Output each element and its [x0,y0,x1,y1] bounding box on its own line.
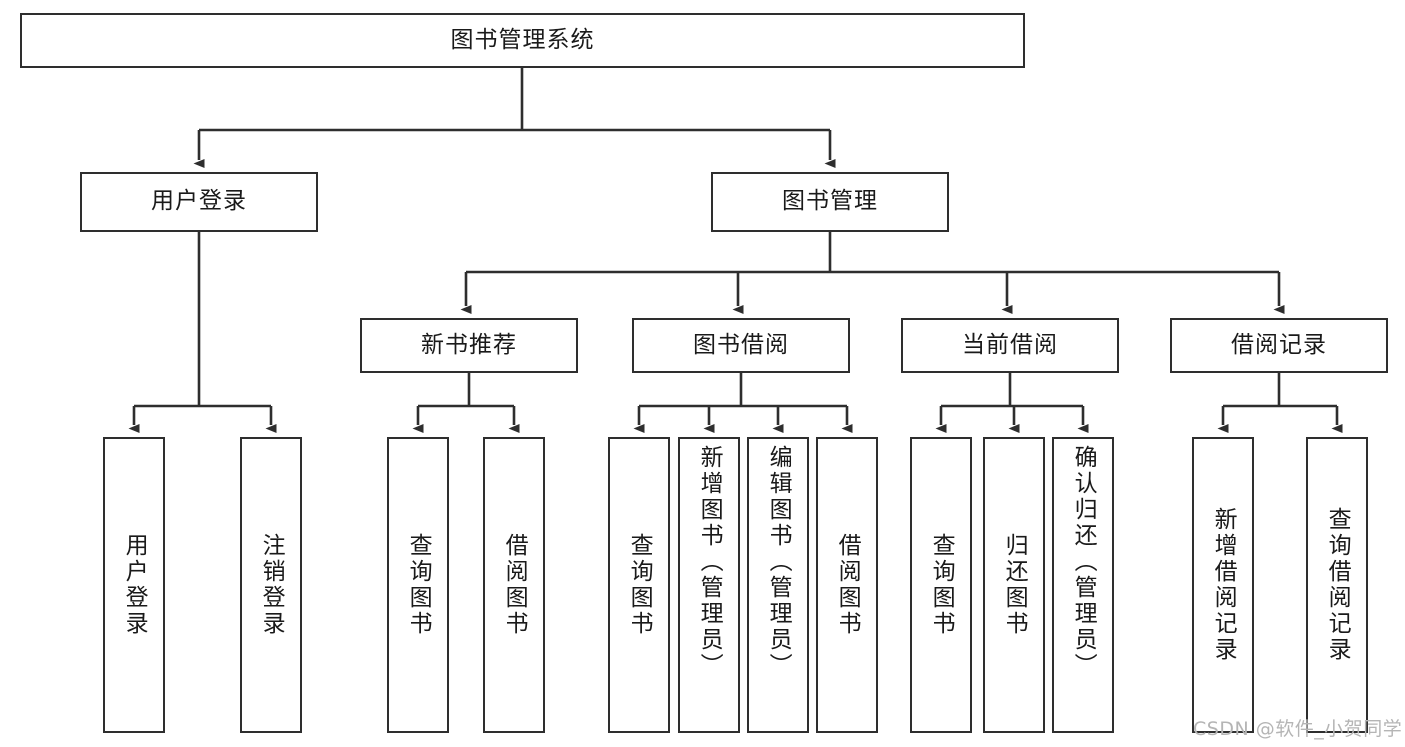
node-label-leaf-confirm-return-admin: 确认归还（管理员） [1070,445,1097,679]
node-leaf-query-book-borrow[interactable]: 查询图书 [608,437,670,733]
node-label-leaf-edit-book-admin: 编辑图书（管理员） [765,445,792,679]
node-label-user-login: 用户登录 [151,188,247,215]
watermark-text: CSDN @软件_小贺同学 [1193,718,1403,740]
node-root[interactable]: 图书管理系统 [20,13,1025,68]
node-label-book-borrow: 图书借阅 [693,331,789,358]
node-label-leaf-borrow-book: 借阅图书 [834,533,861,637]
node-leaf-confirm-return-admin[interactable]: 确认归还（管理员） [1052,437,1114,733]
node-label-leaf-query-book-borrow: 查询图书 [626,533,653,637]
node-user-login[interactable]: 用户登录 [80,172,318,232]
node-book-management[interactable]: 图书管理 [711,172,949,232]
node-leaf-borrow-book[interactable]: 借阅图书 [816,437,878,733]
node-current-borrow[interactable]: 当前借阅 [901,318,1119,373]
node-leaf-edit-book-admin[interactable]: 编辑图书（管理员） [747,437,809,733]
node-label-new-book-recommend: 新书推荐 [421,331,517,358]
node-leaf-query-book-recommend[interactable]: 查询图书 [387,437,449,733]
node-label-leaf-add-borrow-record: 新增借阅记录 [1210,507,1237,663]
node-label-leaf-query-borrow-record: 查询借阅记录 [1324,507,1351,663]
node-leaf-query-book-current[interactable]: 查询图书 [910,437,972,733]
node-label-current-borrow: 当前借阅 [962,331,1058,358]
node-book-borrow[interactable]: 图书借阅 [632,318,850,373]
node-label-leaf-user-login: 用户登录 [121,533,148,637]
node-label-root: 图书管理系统 [450,26,595,53]
node-label-leaf-query-book-recommend: 查询图书 [405,533,432,637]
node-leaf-logout[interactable]: 注销登录 [240,437,302,733]
node-label-leaf-query-book-current: 查询图书 [928,533,955,637]
node-leaf-add-borrow-record[interactable]: 新增借阅记录 [1192,437,1254,733]
node-label-leaf-borrow-book-recommend: 借阅图书 [501,533,528,637]
node-new-book-recommend[interactable]: 新书推荐 [360,318,578,373]
node-label-leaf-logout: 注销登录 [258,533,285,637]
node-label-leaf-return-book: 归还图书 [1001,533,1028,637]
node-borrow-record[interactable]: 借阅记录 [1170,318,1388,373]
node-leaf-return-book[interactable]: 归还图书 [983,437,1045,733]
node-leaf-user-login[interactable]: 用户登录 [103,437,165,733]
node-leaf-query-borrow-record[interactable]: 查询借阅记录 [1306,437,1368,733]
node-label-book-management: 图书管理 [782,188,878,215]
node-label-leaf-add-book-admin: 新增图书（管理员） [696,445,723,679]
node-label-borrow-record: 借阅记录 [1231,331,1327,358]
node-leaf-add-book-admin[interactable]: 新增图书（管理员） [678,437,740,733]
node-leaf-borrow-book-recommend[interactable]: 借阅图书 [483,437,545,733]
